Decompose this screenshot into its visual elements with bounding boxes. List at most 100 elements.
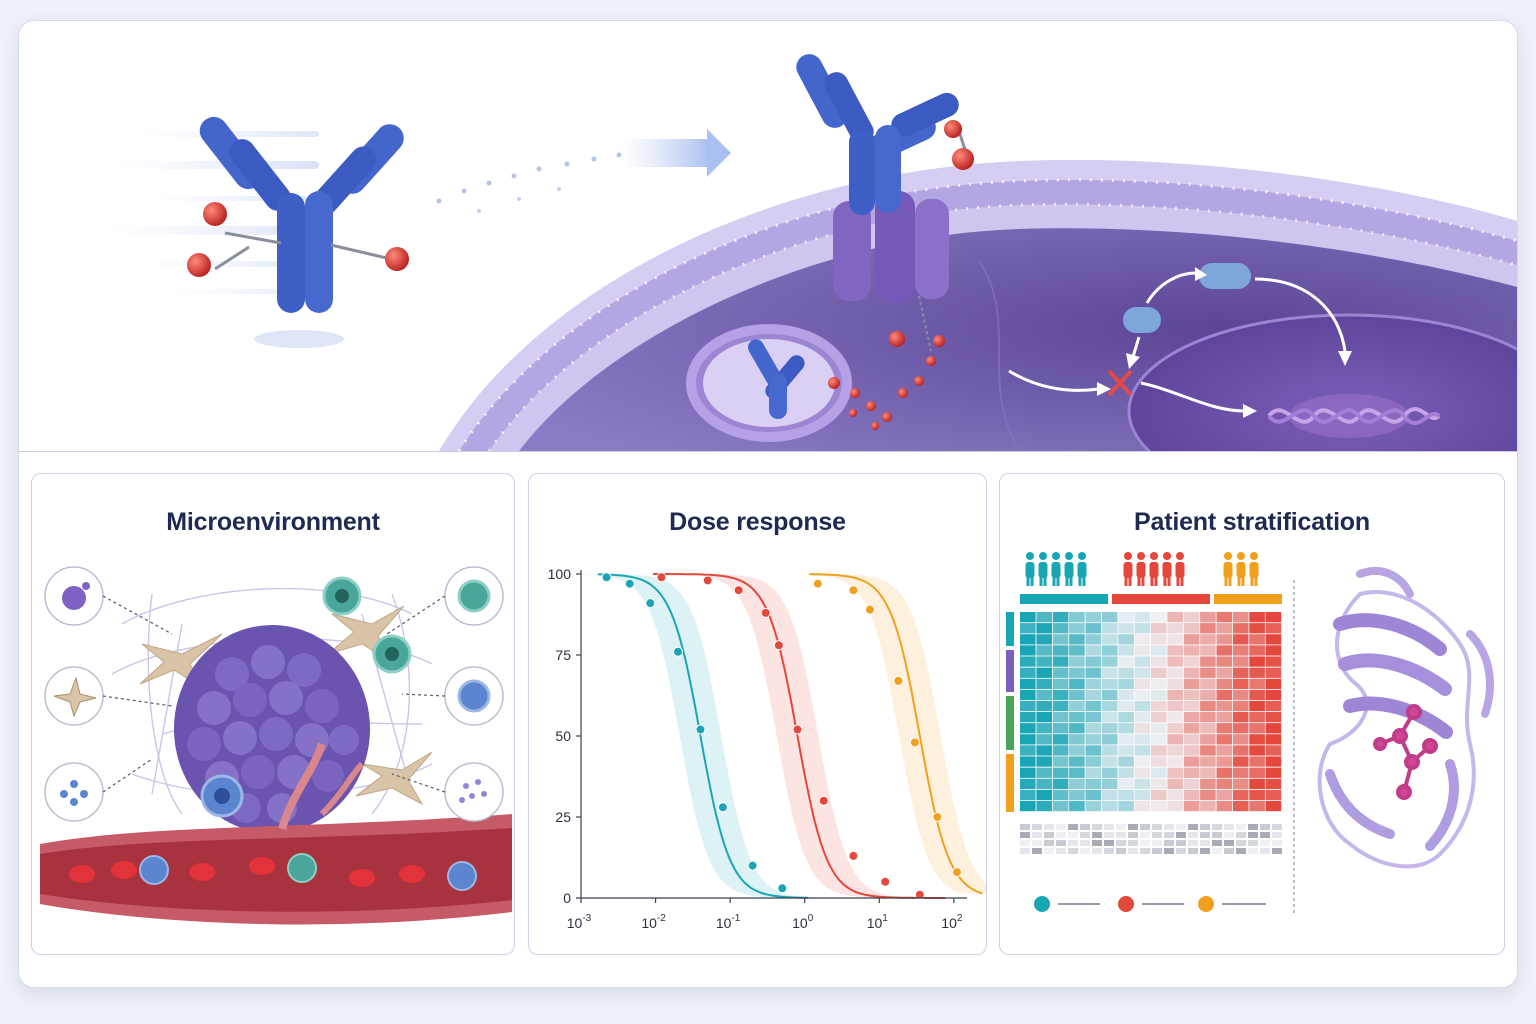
heatmap-cell bbox=[1036, 678, 1052, 689]
heatmap-cell bbox=[1134, 700, 1151, 712]
annotation-cell bbox=[1080, 824, 1090, 830]
heatmap-cell bbox=[1069, 767, 1085, 778]
heatmap-cell bbox=[1101, 734, 1118, 745]
series-0-point bbox=[673, 646, 684, 657]
heatmap-cell bbox=[1134, 800, 1151, 812]
heatmap-cell bbox=[1183, 667, 1200, 678]
heatmap-cell bbox=[1232, 767, 1249, 778]
annotation-cell bbox=[1116, 840, 1126, 846]
heatmap-cell bbox=[1020, 656, 1036, 667]
series-2-point bbox=[951, 867, 962, 878]
heatmap-cell bbox=[1085, 645, 1102, 656]
heatmap-cell bbox=[1118, 778, 1134, 789]
x-tick-label: 100 bbox=[792, 913, 814, 931]
heatmap-cell bbox=[1085, 712, 1102, 723]
heatmap-cell bbox=[1249, 734, 1265, 745]
annotation-cell bbox=[1260, 840, 1270, 846]
annotation-cell bbox=[1080, 848, 1090, 854]
patient-icon bbox=[1123, 552, 1133, 586]
annotation-cell bbox=[1092, 848, 1102, 854]
heatmap-cell bbox=[1052, 734, 1069, 745]
heatmap-cell bbox=[1151, 678, 1167, 689]
heatmap-cell bbox=[1265, 645, 1282, 656]
heatmap-cell bbox=[1020, 645, 1036, 656]
y-tick-label: 0 bbox=[563, 890, 571, 906]
heatmap-cell bbox=[1265, 767, 1282, 778]
heatmap-cell bbox=[1069, 800, 1085, 812]
annotation-cell bbox=[1104, 840, 1114, 846]
heatmap-cell bbox=[1020, 800, 1036, 812]
annotation-cell bbox=[1260, 848, 1270, 854]
annotation-cell bbox=[1176, 832, 1186, 838]
annotation-cell bbox=[1200, 832, 1210, 838]
heatmap-cell bbox=[1036, 756, 1052, 767]
heatmap-cell bbox=[1151, 645, 1167, 656]
immune-cells bbox=[200, 576, 412, 818]
heatmap-cell bbox=[1085, 723, 1102, 734]
heatmap-cell bbox=[1020, 778, 1036, 789]
heatmap-cell bbox=[1200, 723, 1216, 734]
heatmap-cell bbox=[1265, 678, 1282, 689]
annotation-cell bbox=[1032, 840, 1042, 846]
heatmap-cell bbox=[1101, 689, 1118, 701]
heatmap-cell bbox=[1036, 778, 1052, 789]
patient-icon bbox=[1064, 552, 1074, 586]
series-1-point bbox=[880, 876, 891, 887]
trajectory-arrow bbox=[436, 129, 731, 213]
annotation-cell bbox=[1236, 848, 1246, 854]
heatmap-cell bbox=[1151, 634, 1167, 645]
heatmap-cell bbox=[1265, 612, 1282, 623]
patient-icon bbox=[1249, 552, 1259, 586]
series-2-point bbox=[848, 585, 859, 596]
heatmap-cell bbox=[1101, 712, 1118, 723]
heatmap-cell bbox=[1052, 723, 1069, 734]
annotation-cell bbox=[1236, 832, 1246, 838]
heatmap-cell bbox=[1249, 667, 1265, 678]
heatmap-cell bbox=[1085, 678, 1102, 689]
annotation-cell bbox=[1164, 848, 1174, 854]
series-2-point bbox=[864, 604, 875, 615]
signaling-pathway bbox=[1008, 263, 1352, 418]
y-tick-label: 75 bbox=[555, 647, 571, 663]
annotation-cell bbox=[1128, 824, 1138, 830]
heatmap-cell bbox=[1118, 656, 1134, 667]
annotation-cell bbox=[1032, 848, 1042, 854]
annotation-cell bbox=[1056, 832, 1066, 838]
heatmap-cell bbox=[1020, 756, 1036, 767]
heatmap-cell bbox=[1183, 678, 1200, 689]
heatmap-cell bbox=[1200, 745, 1216, 756]
heatmap-cell bbox=[1085, 778, 1102, 789]
heatmap-cell bbox=[1118, 634, 1134, 645]
heatmap-cell bbox=[1200, 667, 1216, 678]
heatmap-cell bbox=[1151, 778, 1167, 789]
annotation-cell bbox=[1164, 824, 1174, 830]
series-1-point bbox=[733, 585, 744, 596]
heatmap-cell bbox=[1265, 745, 1282, 756]
heatmap-cell bbox=[1036, 623, 1052, 634]
annotation-cell bbox=[1044, 840, 1054, 846]
heatmap-cell bbox=[1101, 667, 1118, 678]
annotation-cell bbox=[1128, 848, 1138, 854]
heatmap-cell bbox=[1052, 667, 1069, 678]
heatmap-cell bbox=[1249, 656, 1265, 667]
annotation-cell bbox=[1236, 824, 1246, 830]
annotation-cell bbox=[1128, 840, 1138, 846]
heatmap-cell bbox=[1151, 712, 1167, 723]
heatmap-cell bbox=[1101, 612, 1118, 623]
heatmap-cell bbox=[1216, 712, 1233, 723]
heatmap-cell bbox=[1183, 723, 1200, 734]
heatmap-cell bbox=[1265, 700, 1282, 712]
patient-icon bbox=[1025, 552, 1035, 586]
heatmap-cell bbox=[1036, 723, 1052, 734]
heatmap-cell bbox=[1216, 645, 1233, 656]
annotation-cell bbox=[1212, 848, 1222, 854]
patient-icon bbox=[1077, 552, 1087, 586]
heatmap-cell bbox=[1249, 700, 1265, 712]
heatmap-cell bbox=[1085, 612, 1102, 623]
group-bar-teal bbox=[1020, 594, 1108, 604]
y-tick-label: 100 bbox=[548, 566, 572, 582]
x-tick-label: 102 bbox=[941, 913, 963, 931]
heatmap-cell bbox=[1036, 745, 1052, 756]
x-tick-label: 101 bbox=[867, 913, 889, 931]
heatmap-cell bbox=[1020, 734, 1036, 745]
